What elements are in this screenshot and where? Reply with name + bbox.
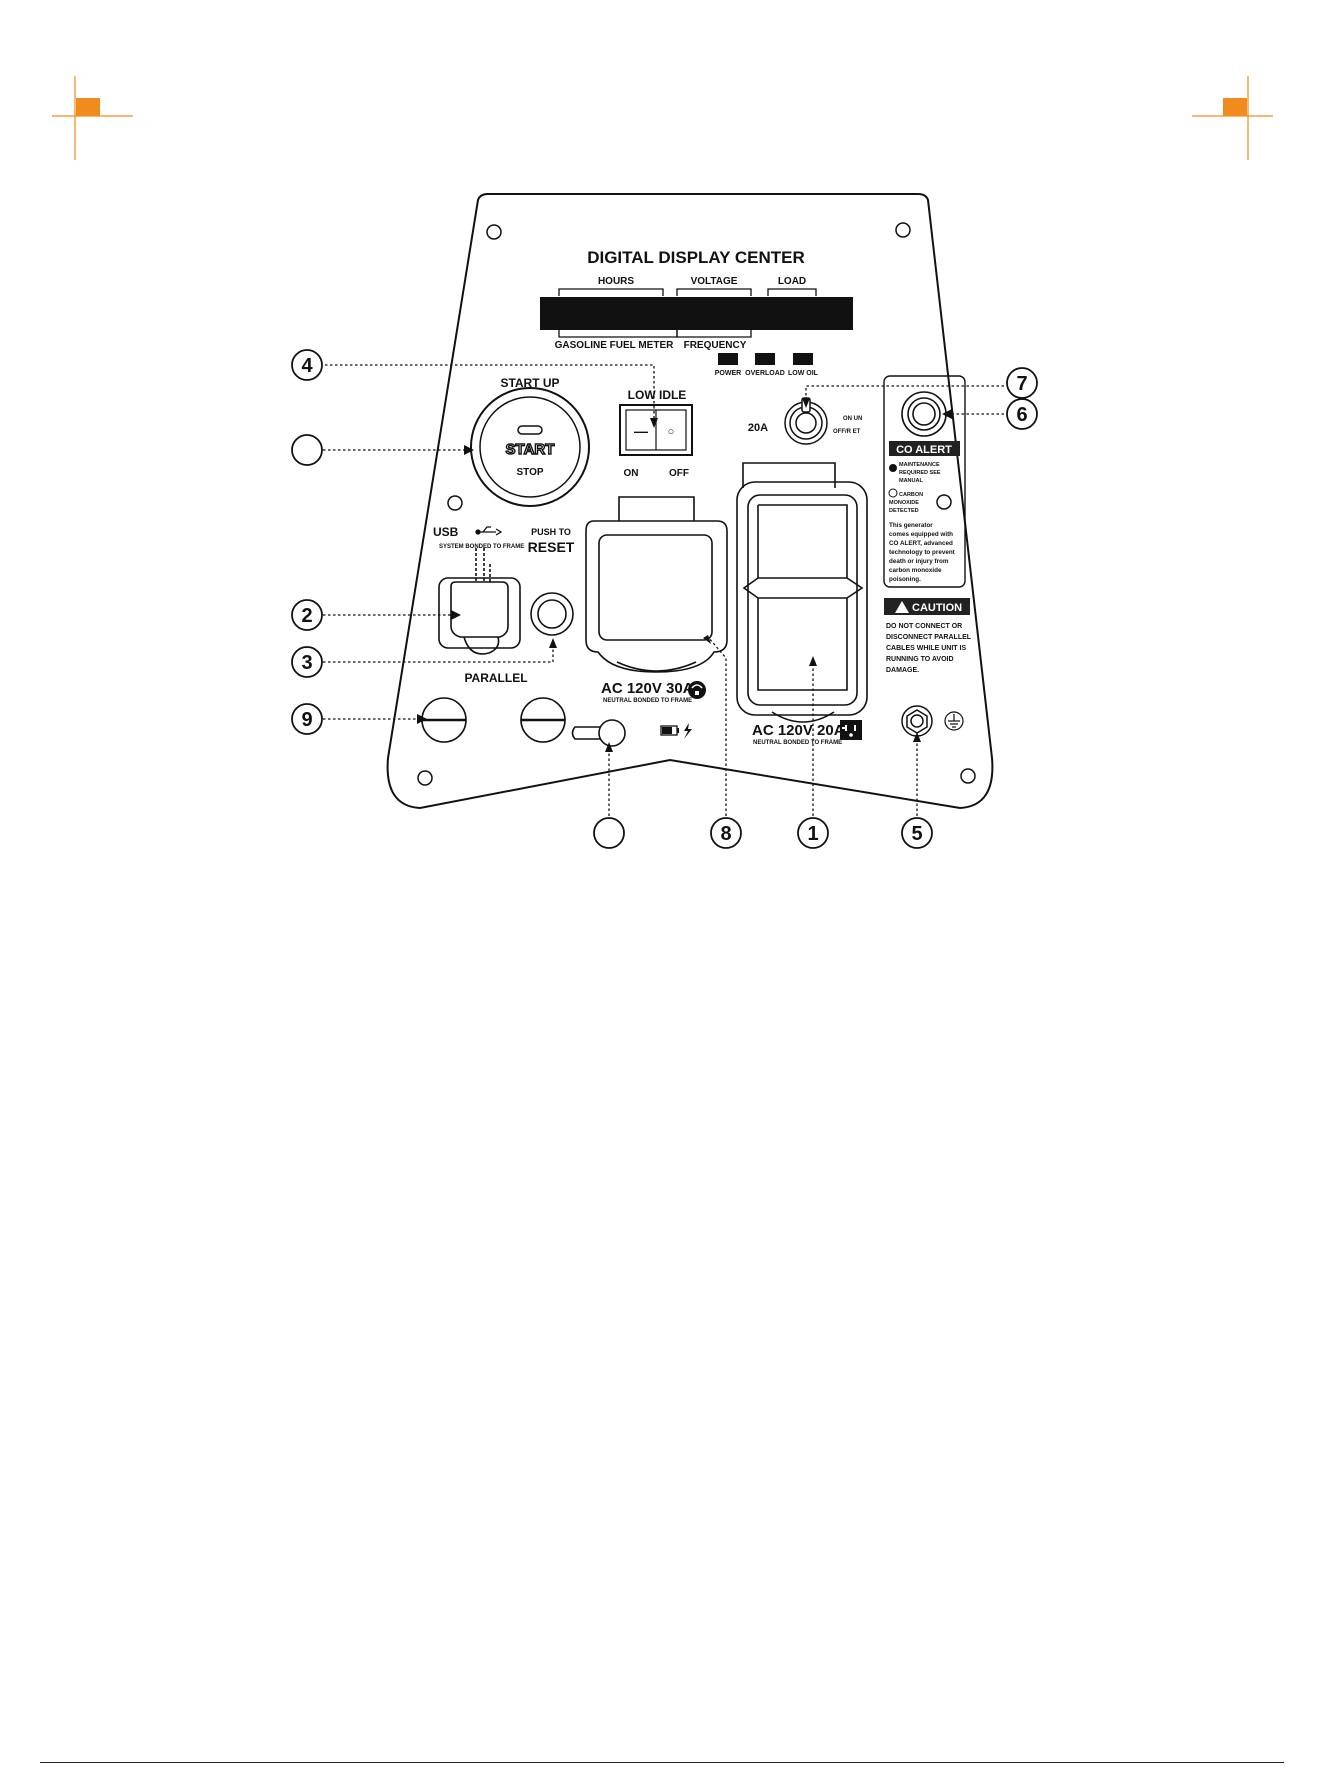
breaker-rating: 20A — [748, 422, 768, 434]
callout-2: 2 — [291, 599, 323, 631]
usb-sub-label: SYSTEM BONDED TO FRAME — [439, 544, 524, 550]
low-oil-indicator-light — [793, 353, 813, 365]
co-alert-panel — [883, 375, 966, 588]
callout-unnumbered-start — [291, 434, 323, 466]
svg-text:1: 1 — [807, 823, 818, 845]
reset-push-to-label: PUSH TO — [531, 527, 571, 537]
low-idle-on-symbol: — — [634, 423, 648, 439]
callout-8: 8 — [710, 817, 742, 849]
leader-arrowheads — [417, 398, 952, 752]
crop-mark-square-left — [76, 98, 100, 116]
maintenance-dot-icon — [889, 464, 897, 472]
reset-label: RESET — [528, 539, 575, 555]
svg-text:6: 6 — [1016, 404, 1027, 426]
callout-unnumbered-lever — [593, 817, 625, 849]
svg-text:7: 7 — [1016, 373, 1027, 395]
usb-symbol-icon — [475, 526, 503, 536]
svg-text:5: 5 — [911, 823, 922, 845]
caution-text: DO NOT CONNECT OR DISCONNECT PARALLEL CA… — [886, 623, 973, 674]
low-idle-off-label: OFF — [669, 468, 689, 479]
fuel-lever[interactable] — [571, 719, 626, 747]
crop-mark-square-right — [1223, 98, 1247, 116]
svg-text:3: 3 — [301, 652, 312, 674]
power-indicator-light — [718, 353, 738, 365]
callout-3: 3 — [291, 646, 323, 678]
stop-label: STOP — [516, 467, 543, 478]
twist-lock-outlet-icon — [688, 681, 706, 699]
co-alert-indicator — [901, 391, 947, 437]
screw-icon — [486, 224, 502, 240]
parallel-port-left[interactable] — [421, 697, 467, 743]
start-stop-switch[interactable]: START STOP — [470, 387, 590, 507]
low-idle-on-label: ON — [624, 468, 639, 479]
parallel-port-right[interactable] — [520, 697, 566, 743]
co-detected-dot-icon — [888, 488, 898, 498]
callout-1: 1 — [797, 817, 829, 849]
start-label: START — [506, 441, 555, 458]
parallel-label: PARALLEL — [464, 671, 527, 685]
co-alert-title-bar — [889, 441, 960, 456]
outlet-20a-label: AC 120V 20A — [752, 722, 845, 739]
panel-outline — [386, 193, 994, 810]
outlet-20a-cover[interactable] — [736, 462, 868, 723]
display-label-fuel-meter: GASOLINE FUEL METER — [555, 340, 674, 351]
callout-9: 9 — [291, 703, 323, 735]
display-label-hours: HOURS — [598, 276, 634, 287]
ground-terminal[interactable] — [901, 705, 933, 737]
low-idle-rocker-switch[interactable]: — ○ — [619, 404, 693, 456]
screw-icon — [447, 495, 463, 511]
mounting-screws — [417, 222, 976, 786]
display-label-load: LOAD — [778, 276, 806, 287]
power-indicator-label: POWER — [715, 370, 741, 377]
usb-label: USB — [433, 525, 459, 539]
breaker-off-label: OFF/R ET — [833, 429, 861, 435]
low-oil-indicator-label: LOW OIL — [788, 370, 819, 377]
svg-text:8: 8 — [720, 823, 731, 845]
page-bottom-rule — [40, 1762, 1284, 1763]
screw-icon — [936, 494, 952, 510]
caution-title: CAUTION — [912, 602, 962, 614]
overload-indicator-label: OVERLOAD — [745, 370, 785, 377]
ground-symbol-icon — [944, 711, 964, 731]
crop-mark-top-right — [1192, 76, 1273, 160]
overload-indicator-light — [755, 353, 775, 365]
start-up-header: START UP — [500, 376, 559, 390]
co-alert-title: CO ALERT — [896, 444, 952, 456]
low-idle-header: LOW IDLE — [628, 388, 687, 402]
usb-port[interactable] — [438, 548, 521, 655]
display-brackets — [558, 288, 817, 338]
breaker-on-label: ON UN — [843, 416, 862, 422]
switch-key-slot — [517, 425, 543, 435]
battery-charge-icon — [660, 723, 692, 739]
outlet-30a-sub-label: NEUTRAL BONDED TO FRAME — [603, 698, 692, 704]
outlet-30a-cover[interactable] — [585, 496, 728, 673]
co-legend-detected: CARBON MONOXIDE DETECTED — [889, 492, 925, 514]
display-label-voltage: VOLTAGE — [691, 276, 738, 287]
duplex-outlet-icon — [840, 720, 862, 740]
callout-7: 7 — [1006, 367, 1038, 399]
co-alert-description: This generator comes equipped with CO AL… — [889, 522, 957, 583]
display-label-frequency: FREQUENCY — [684, 340, 747, 351]
screw-icon — [960, 768, 976, 784]
outlet-20a-sub-label: NEUTRAL BONDED TO FRAME — [753, 740, 842, 746]
co-legend-maintenance: MAINTENANCE REQUIRED SEE MANUAL — [899, 462, 942, 484]
crop-mark-top-left — [52, 76, 133, 160]
display-title: DIGITAL DISPLAY CENTER — [587, 248, 805, 267]
svg-text:4: 4 — [301, 355, 313, 377]
screw-icon — [417, 770, 433, 786]
outlet-30a-label: AC 120V 30A — [601, 680, 694, 697]
low-idle-off-symbol: ○ — [668, 426, 675, 438]
screw-icon — [895, 222, 911, 238]
svg-text:9: 9 — [301, 709, 312, 731]
warning-triangle-icon — [895, 601, 909, 613]
reset-button[interactable] — [530, 592, 574, 636]
callout-4: 4 — [291, 349, 323, 381]
display-screen — [540, 297, 853, 330]
callout-6: 6 — [1006, 398, 1038, 430]
callout-5: 5 — [901, 817, 933, 849]
svg-text:2: 2 — [301, 605, 312, 627]
